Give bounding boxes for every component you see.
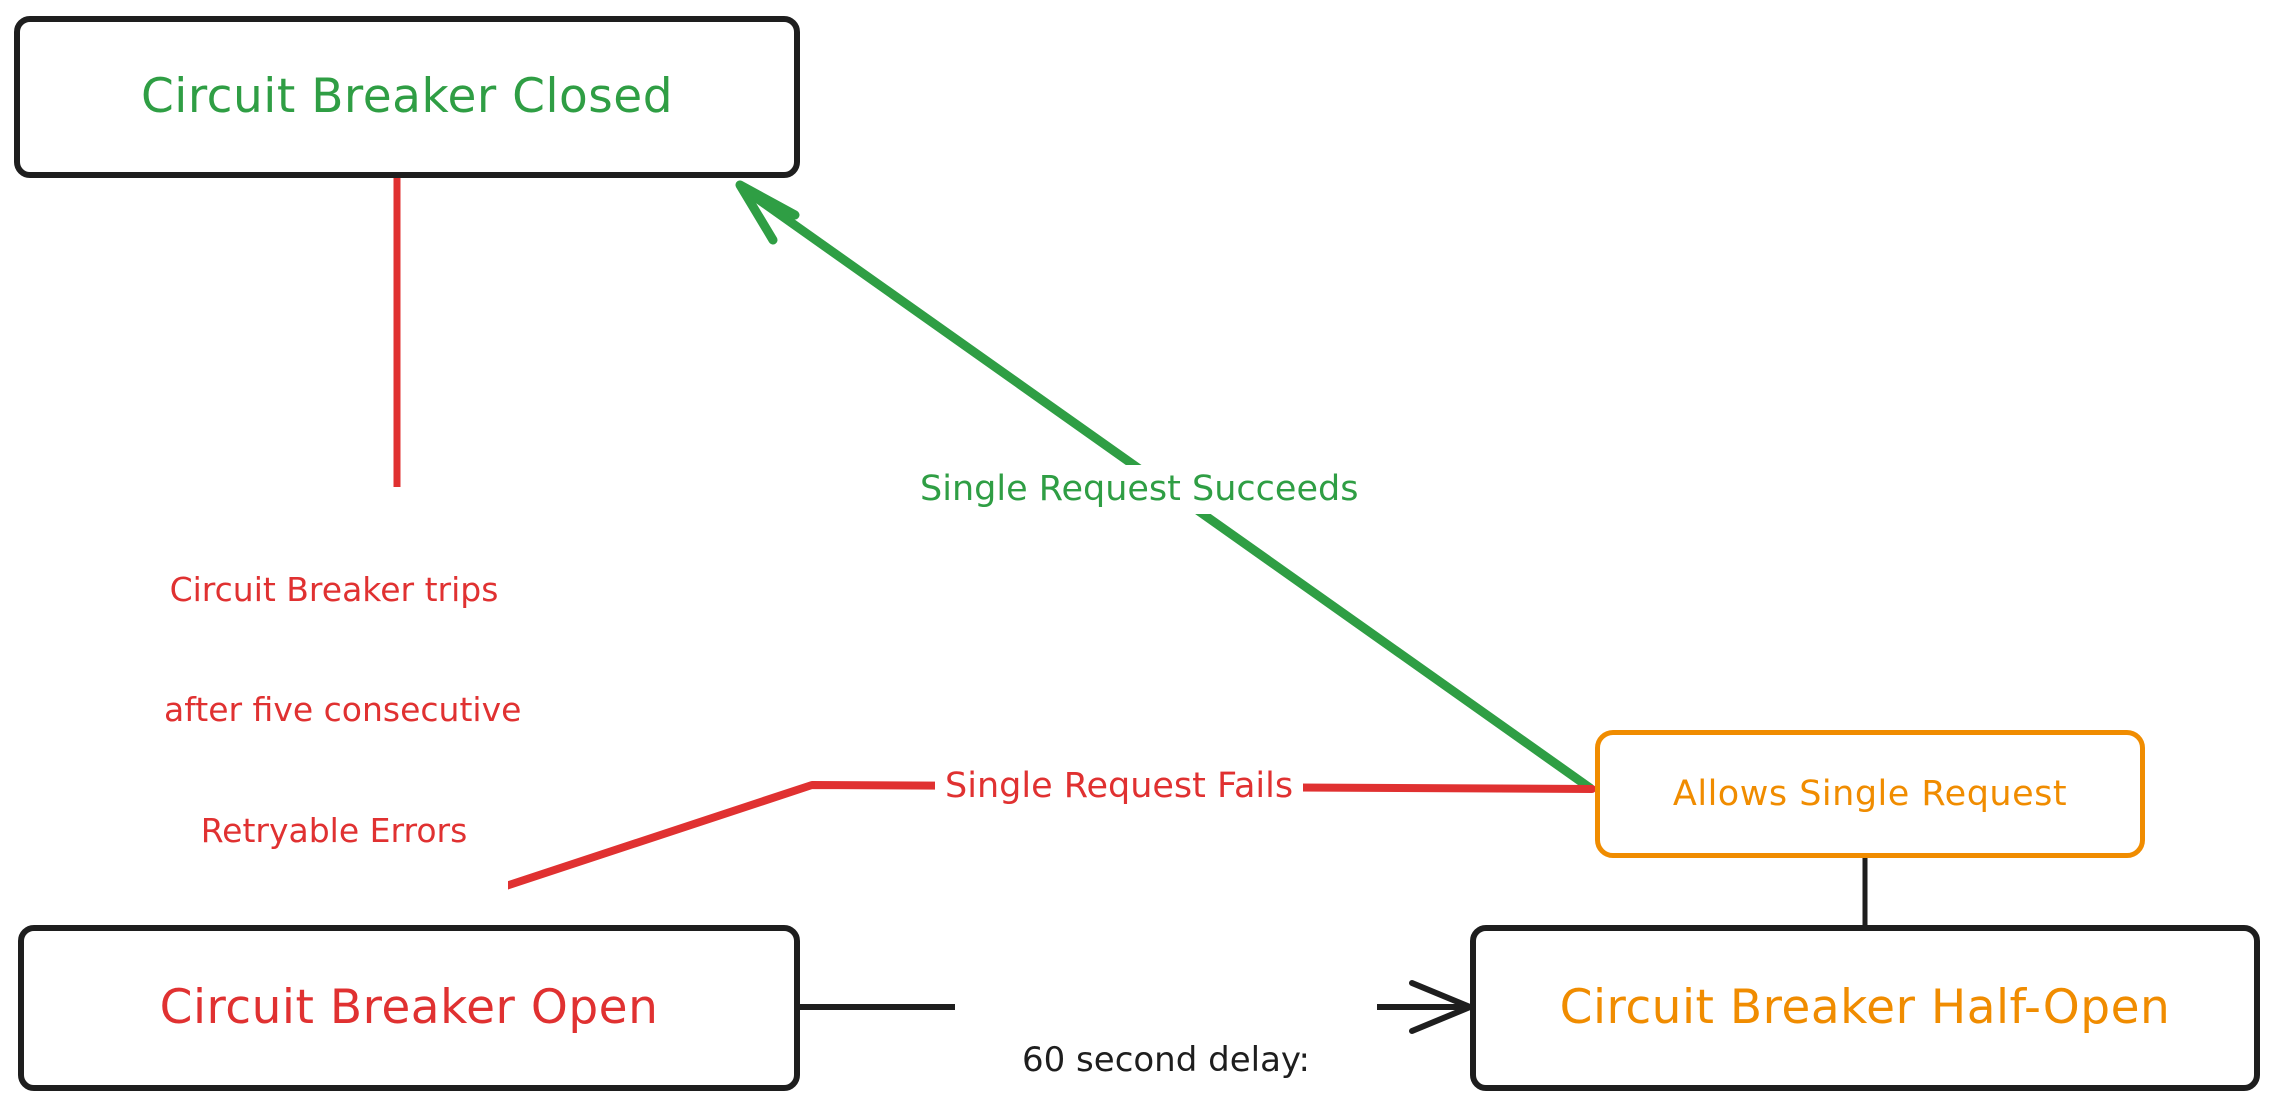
node-circuit-breaker-half-open[interactable]: Circuit Breaker Half-Open [1470,925,2260,1091]
node-circuit-breaker-open[interactable]: Circuit Breaker Open [18,925,800,1091]
edge-label-line-2: after five consecutive [164,690,522,730]
edge-label-closed-to-open: Circuit Breaker trips after five consecu… [160,487,522,934]
node-label-halfopen: Circuit Breaker Half-Open [1559,980,2171,1036]
node-label-allows: Allows Single Request [1672,773,2068,814]
edge-label-allows-to-closed: Single Request Succeeds [910,465,1369,514]
edge-label-open-to-halfopen: 60 second delay: No requests allowed [955,955,1377,1107]
edge-label-line-3: Retryable Errors [200,811,468,850]
edge-label-allows-to-open: Single Request Fails [935,762,1304,811]
edge-label-line-1: 60 second delay: [1021,1039,1311,1080]
node-label-closed: Circuit Breaker Closed [140,69,674,125]
node-allows-single-request[interactable]: Allows Single Request [1595,730,2145,858]
arrowhead-allows-to-closed [735,180,800,245]
edge-label-line-1: Circuit Breaker trips [169,569,499,609]
node-circuit-breaker-closed[interactable]: Circuit Breaker Closed [14,16,800,178]
node-label-open: Circuit Breaker Open [159,980,659,1036]
arrowhead-open-to-halfopen [1409,980,1473,1034]
edge-allows-to-open-line [396,781,1596,925]
